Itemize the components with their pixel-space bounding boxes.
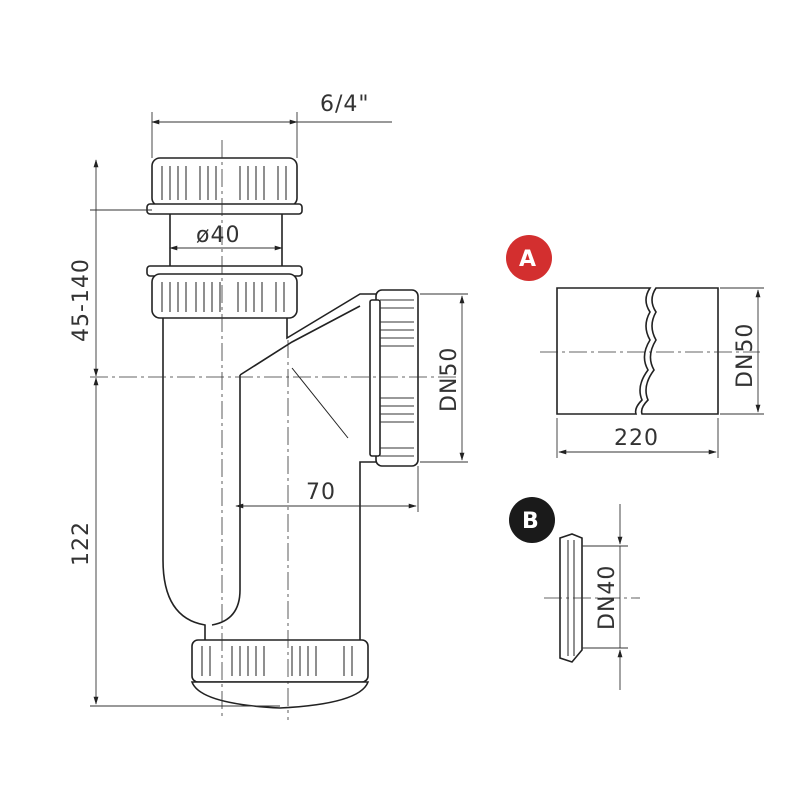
bottle-outline <box>162 293 380 640</box>
thread-label: 6/4" <box>320 92 370 117</box>
dimension-thread: 6/4" <box>151 92 392 158</box>
badge-b <box>509 497 555 543</box>
dimension-outlet: DN50 <box>420 293 468 463</box>
bottom-nut <box>191 639 369 683</box>
top-nut <box>151 157 298 207</box>
middle-nut <box>151 273 298 319</box>
diameter-label: ø40 <box>196 223 240 248</box>
offset-label: 70 <box>306 480 336 505</box>
detail-a-diameter-label: DN50 <box>733 323 758 388</box>
pipe-section-right <box>640 287 719 415</box>
bottom-cap-dome <box>190 681 370 709</box>
badge-a-label: A <box>519 247 536 272</box>
bottom-nut-ribs <box>201 646 353 676</box>
dimension-height-adjust: 45-140 <box>69 159 152 377</box>
bottle-trap-body <box>146 157 419 709</box>
dimension-offset: 70 <box>235 466 419 512</box>
outlet-nut-ribs <box>380 299 414 457</box>
detail-b: B DN40 <box>509 497 640 690</box>
height-fixed-label: 122 <box>69 521 94 566</box>
reducer-seal <box>559 533 583 663</box>
dimension-diameter: ø40 <box>169 223 283 251</box>
middle-nut-ribs <box>161 282 285 312</box>
top-nut-ribs <box>161 166 287 200</box>
badge-b-label: B <box>522 509 539 534</box>
detail-a-length-label: 220 <box>614 426 659 451</box>
outlet-washer <box>369 299 381 457</box>
outlet-nut <box>375 289 419 467</box>
outlet-label: DN50 <box>437 347 462 412</box>
dimension-height-fixed: 122 <box>69 377 280 707</box>
pipe-section-left <box>556 287 652 415</box>
badge-a <box>506 235 552 281</box>
height-adjust-label: 45-140 <box>69 258 94 342</box>
top-washer <box>146 203 303 215</box>
detail-a: A DN50 220 <box>506 235 764 458</box>
dip-tube <box>211 375 241 626</box>
detail-b-diameter-label: DN40 <box>595 565 620 630</box>
